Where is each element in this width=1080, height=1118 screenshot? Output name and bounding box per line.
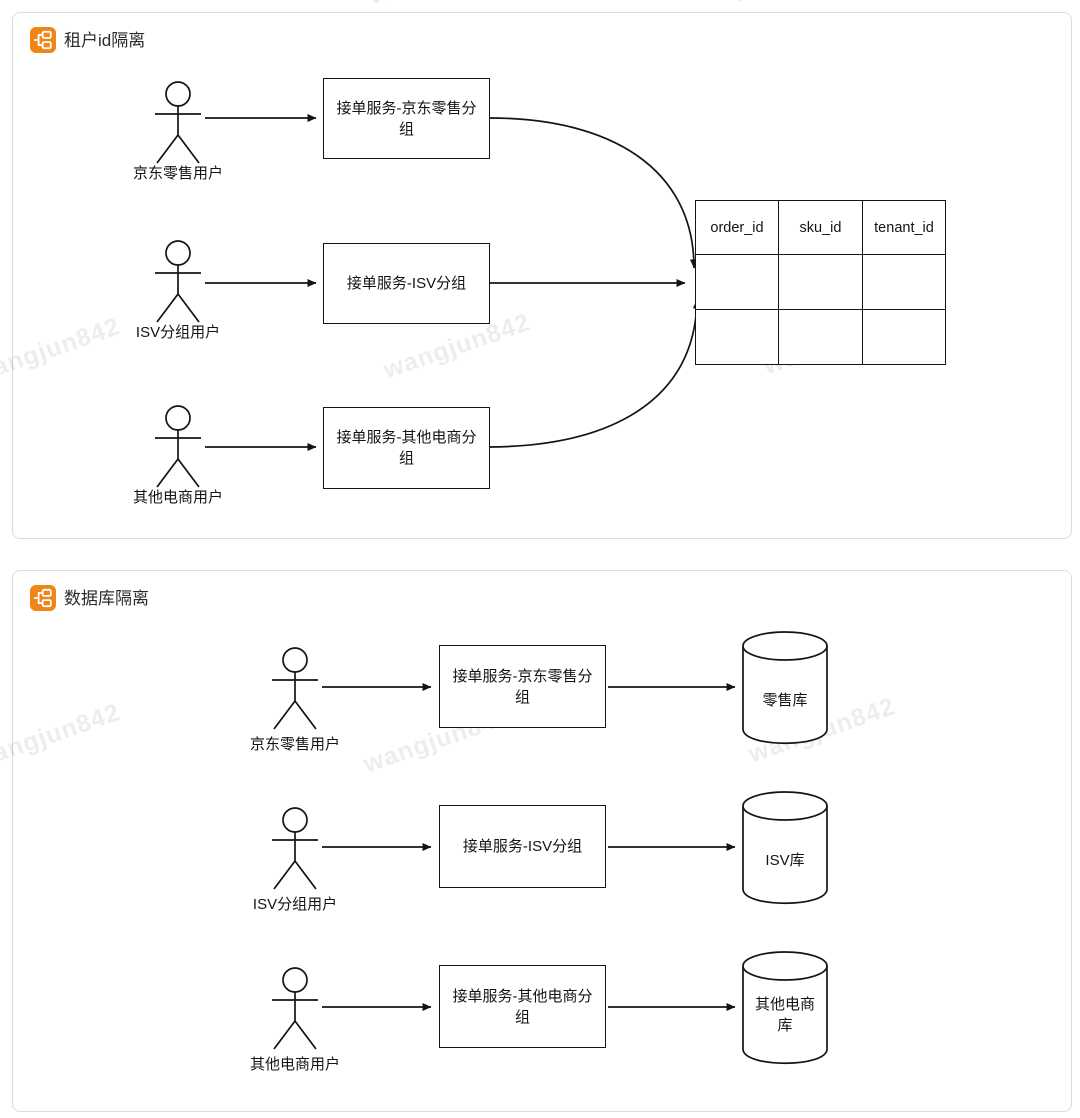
- actor-figure-isv: [271, 807, 319, 890]
- actor-label-jd-retail: 京东零售用户: [132, 165, 223, 182]
- actor-label-other-ecom: 其他电商用户: [132, 489, 223, 506]
- table-col-tenant-id: tenant_id: [862, 200, 946, 255]
- service-box-jd-retail: 接单服务-京东零售分组: [439, 645, 606, 728]
- actor-label-isv: ISV分组用户: [252, 896, 338, 913]
- actor-figure-jd-retail: [271, 647, 319, 730]
- actor-label-jd-retail: 京东零售用户: [249, 736, 340, 753]
- database-cylinder-retail: [742, 631, 828, 745]
- diagram-icon: [30, 585, 56, 611]
- service-box-other-ecom: 接单服务-其他电商分组: [439, 965, 606, 1048]
- actor-label-other-ecom: 其他电商用户: [249, 1056, 340, 1073]
- database-cylinder-isv: [742, 791, 828, 905]
- tenant-table: order_id sku_id tenant_id: [695, 200, 946, 365]
- service-box-isv: 接单服务-ISV分组: [439, 805, 606, 888]
- database-cylinder-other-ecom: [742, 951, 828, 1065]
- table-col-order-id: order_id: [695, 200, 779, 255]
- panel-title-tenant-id-isolation: 租户id隔离: [64, 31, 146, 50]
- diagram-icon: [30, 27, 56, 53]
- table-row: [695, 309, 946, 365]
- actor-label-isv: ISV分组用户: [135, 324, 221, 341]
- table-row: [695, 254, 946, 310]
- service-box-other-ecom: 接单服务-其他电商分组: [323, 407, 490, 489]
- actor-figure-other-ecom: [271, 967, 319, 1050]
- panel-title-database-isolation: 数据库隔离: [64, 589, 149, 608]
- actor-figure-jd-retail: [154, 81, 202, 164]
- table-col-sku-id: sku_id: [778, 200, 863, 255]
- database-label-isv: ISV库: [765, 851, 805, 869]
- arrow-jd-service-to-table: [489, 117, 698, 269]
- actor-figure-isv: [154, 240, 202, 323]
- service-box-jd-retail: 接单服务-京东零售分组: [323, 78, 490, 159]
- arrow-other-service-to-table: [489, 299, 701, 448]
- database-label-retail: 零售库: [762, 691, 808, 709]
- actor-figure-other-ecom: [154, 405, 202, 488]
- database-label-other-ecom: 其他电商库: [754, 996, 815, 1034]
- service-box-isv: 接单服务-ISV分组: [323, 243, 490, 324]
